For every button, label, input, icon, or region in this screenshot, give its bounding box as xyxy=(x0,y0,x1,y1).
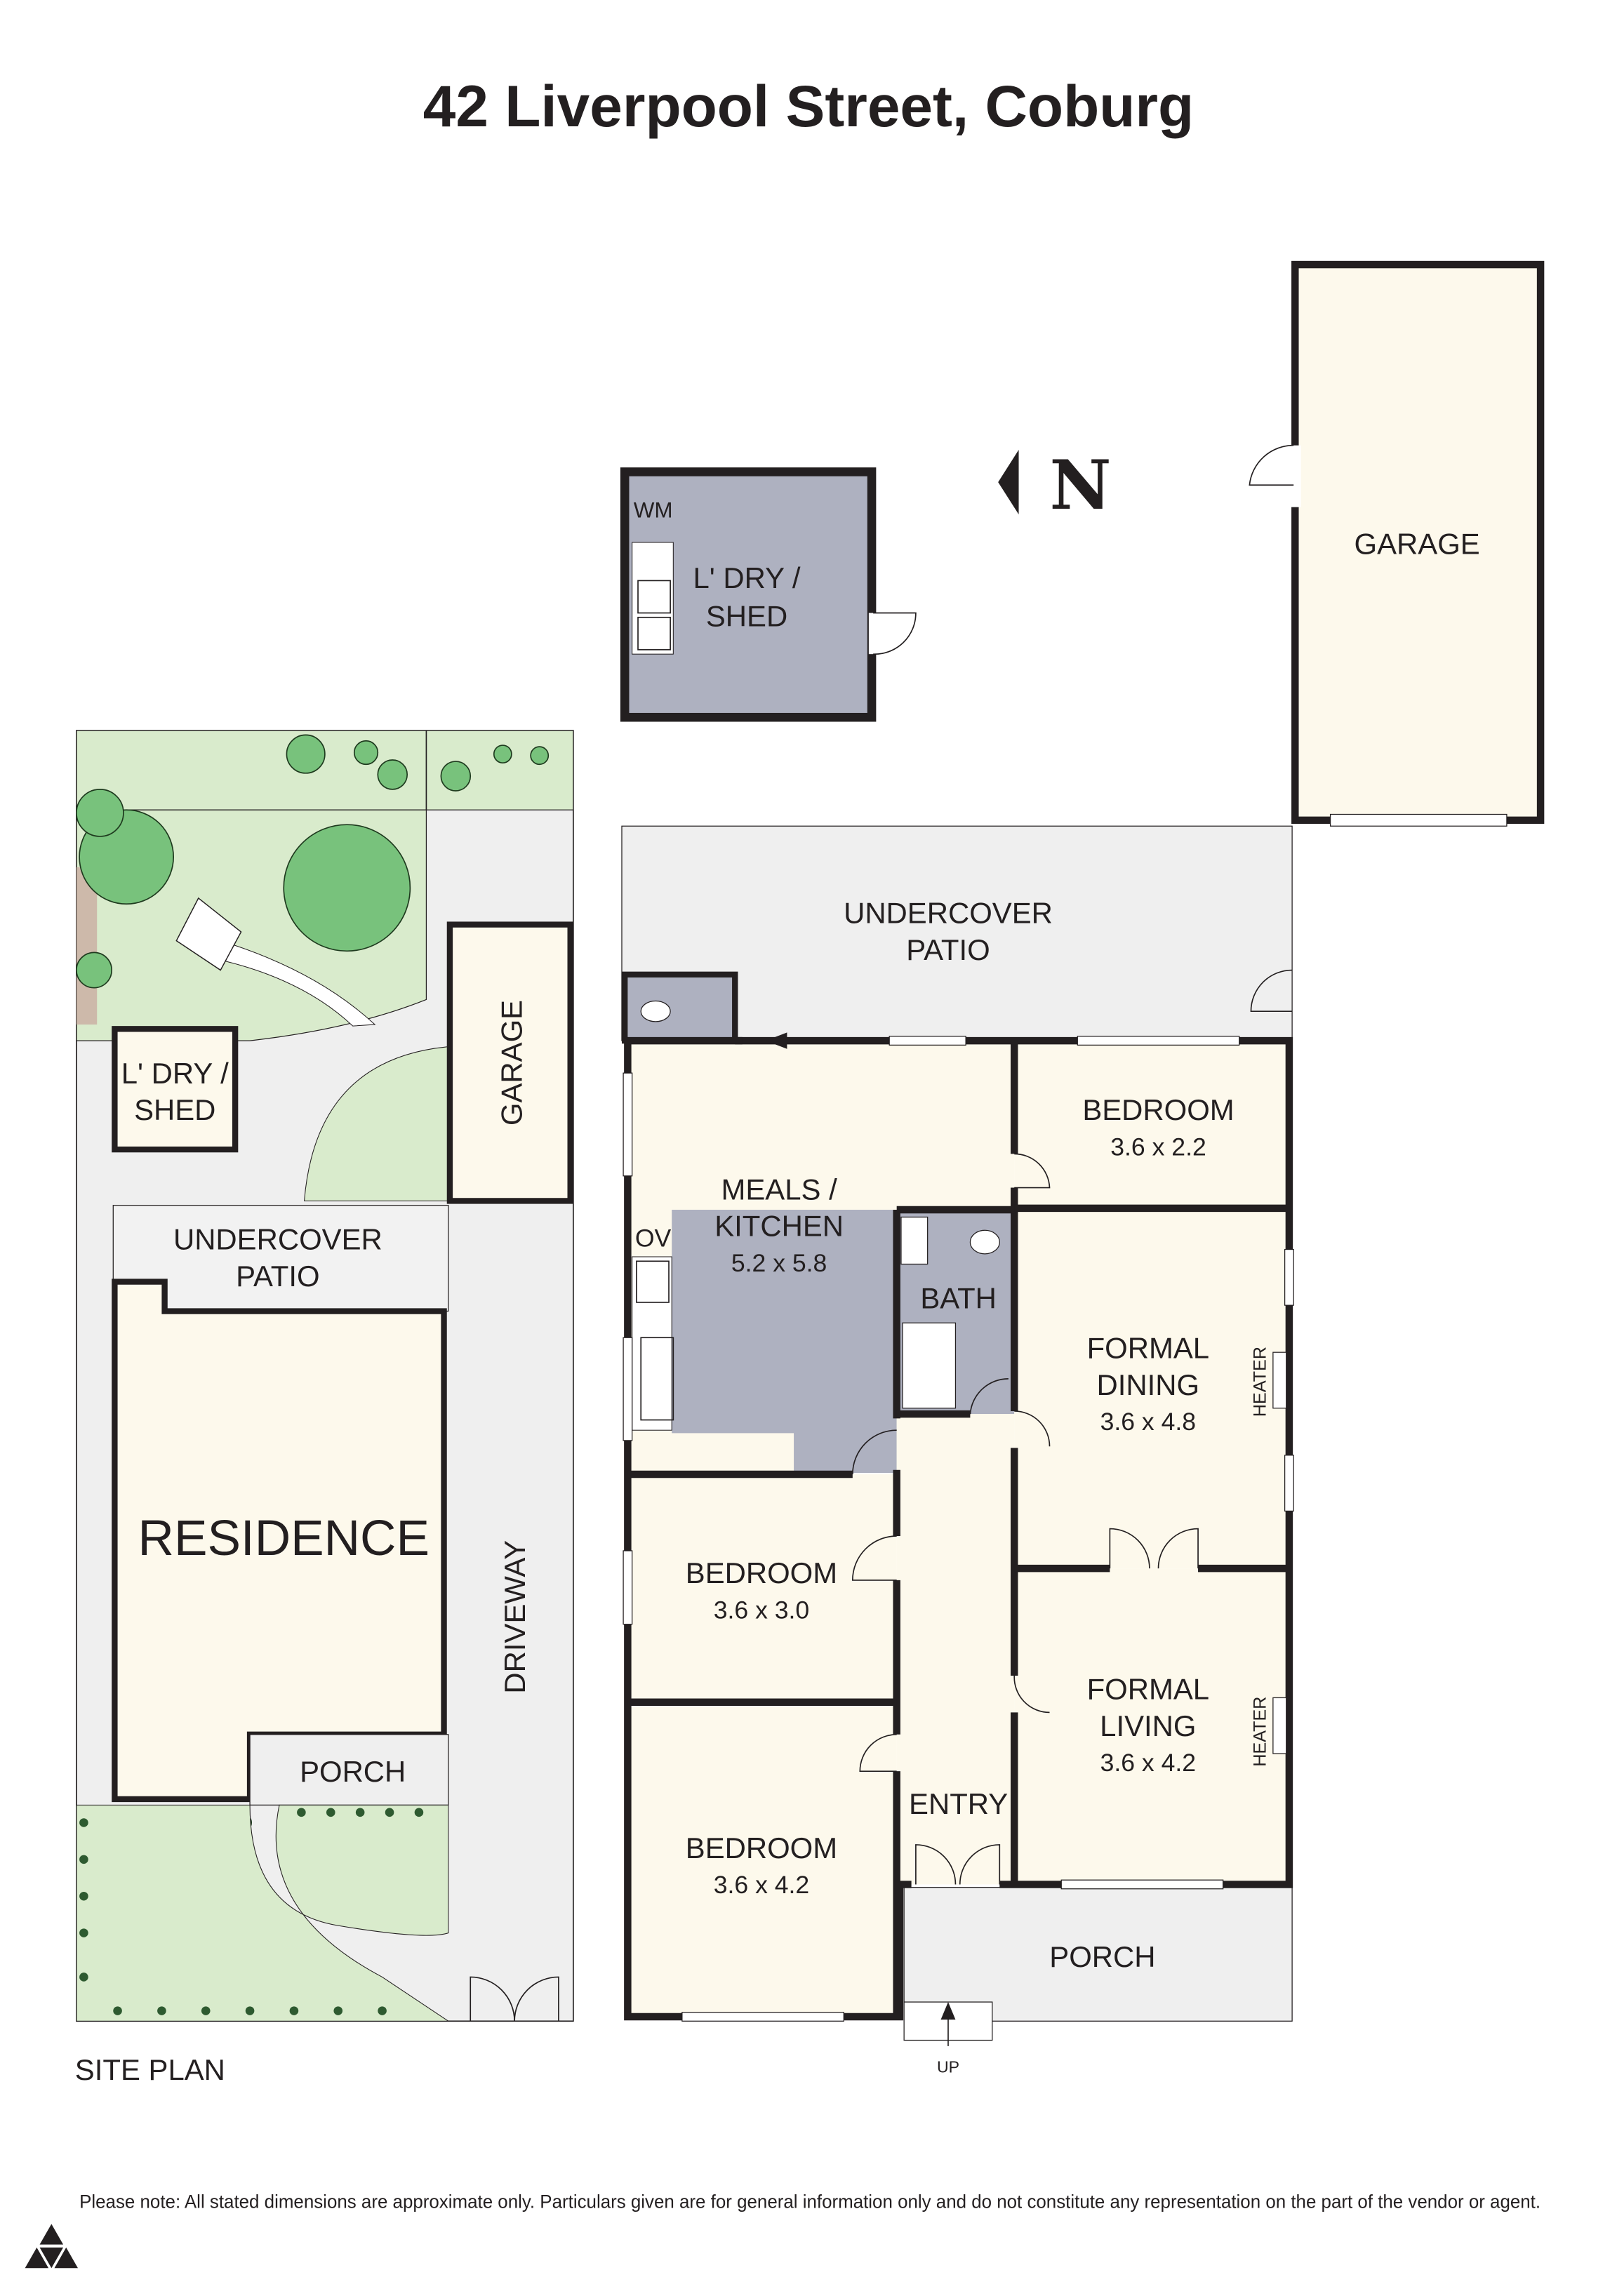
bath-toilet-icon xyxy=(969,1229,1000,1255)
patio-label-1: UNDERCOVER xyxy=(844,897,1053,930)
north-arrow-icon xyxy=(998,449,1019,515)
kitchen-area xyxy=(672,1209,897,1473)
living-label-2: LIVING xyxy=(1100,1709,1196,1742)
oven-label: OV xyxy=(635,1224,672,1252)
dining-label-1: FORMAL xyxy=(1087,1332,1209,1365)
bedroom-middle-label: BEDROOM xyxy=(686,1556,837,1589)
rear-garden-strip xyxy=(76,730,574,810)
site-porch-label: PORCH xyxy=(300,1755,406,1788)
garden-path xyxy=(212,940,376,1027)
site-plan-caption: SITE PLAN xyxy=(75,2053,225,2086)
site-plan: L' DRY / SHED GARAGE UNDERCOVER PATIO RE… xyxy=(75,730,574,2086)
site-patio-label-1: UNDERCOVER xyxy=(173,1223,382,1256)
bedroom-rear-label: BEDROOM xyxy=(1082,1093,1234,1126)
bedroom-rear-size: 3.6 x 2.2 xyxy=(1110,1133,1206,1161)
site-shed-label-2: SHED xyxy=(134,1093,215,1126)
side-lawn xyxy=(304,1046,451,1201)
front-lawn xyxy=(76,1804,450,2022)
garage-door xyxy=(1249,444,1294,486)
site-garage-label: GARAGE xyxy=(495,1000,528,1126)
bedroom-front-label: BEDROOM xyxy=(686,1831,837,1864)
kitchen-bench xyxy=(632,1256,672,1431)
porch xyxy=(903,1887,1293,2022)
meals-size: 5.2 x 5.8 xyxy=(731,1249,827,1277)
site-porch xyxy=(249,1734,449,1806)
entry-label: ENTRY xyxy=(909,1787,1008,1820)
floor-plan: WM L' DRY / SHED N GARAGE UNDERCOVER PAT… xyxy=(620,260,1545,2076)
disclaimer-footnote: Please note: All stated dimensions are a… xyxy=(79,2190,1541,2212)
dining-size: 3.6 x 4.8 xyxy=(1100,1408,1197,1436)
garage-label: GARAGE xyxy=(1355,528,1480,561)
living-label-1: FORMAL xyxy=(1087,1673,1209,1706)
driveway-gates xyxy=(470,1976,559,2022)
gazebo xyxy=(175,897,242,971)
toilet-room xyxy=(621,971,738,1044)
windows xyxy=(623,1036,1294,2022)
shed-label-2: SHED xyxy=(706,599,787,632)
doors xyxy=(766,1032,1199,1885)
toilet-icon xyxy=(640,1000,671,1022)
front-hedge xyxy=(79,1808,424,2015)
formal-living-room xyxy=(1014,1568,1289,1885)
vanity-icon xyxy=(900,1216,929,1265)
shed-door xyxy=(873,612,917,655)
up-arrow-icon xyxy=(940,2002,956,2020)
shed-label-1: L' DRY / xyxy=(693,561,800,594)
meals-label-2: KITCHEN xyxy=(714,1210,844,1243)
bath-label: BATH xyxy=(920,1281,997,1314)
dining-heater-label: HEATER xyxy=(1250,1347,1270,1417)
steps-label: UP xyxy=(937,2058,959,2076)
site-undercover-patio xyxy=(112,1205,449,1312)
porch-label: PORCH xyxy=(1049,1940,1155,1973)
laundry-trough xyxy=(632,542,674,655)
washing-machine-label: WM xyxy=(634,498,673,522)
patio-label-2: PATIO xyxy=(906,933,990,966)
bedroom-middle-size: 3.6 x 3.0 xyxy=(714,1596,810,1624)
formal-dining-room xyxy=(1014,1208,1289,1569)
bedroom-middle-room xyxy=(627,1474,897,1702)
driveway-label: DRIVEWAY xyxy=(498,1540,531,1694)
meals-label-1: MEALS / xyxy=(721,1173,837,1206)
garden-bed xyxy=(76,867,98,1025)
company-logo-icon xyxy=(25,2224,79,2269)
page-title: 42 Liverpool Street, Coburg xyxy=(423,73,1194,139)
living-heater-label: HEATER xyxy=(1250,1697,1270,1767)
site-shed-label-1: L' DRY / xyxy=(121,1057,229,1090)
dining-label-2: DINING xyxy=(1097,1368,1200,1401)
north-label: N xyxy=(1049,446,1111,525)
site-shed xyxy=(112,1026,239,1153)
bedroom-front-room xyxy=(627,1702,897,2017)
garage-room xyxy=(1291,260,1545,825)
bedroom-rear-room xyxy=(1014,1043,1289,1208)
living-size: 3.6 x 4.2 xyxy=(1100,1749,1197,1777)
residence-label: RESIDENCE xyxy=(138,1511,430,1566)
entry-hall xyxy=(896,1414,1015,1885)
bedroom-front-size: 3.6 x 4.2 xyxy=(714,1871,810,1899)
site-patio-label-2: PATIO xyxy=(236,1260,319,1293)
site-garage xyxy=(446,921,573,1204)
shower-icon xyxy=(902,1322,957,1409)
